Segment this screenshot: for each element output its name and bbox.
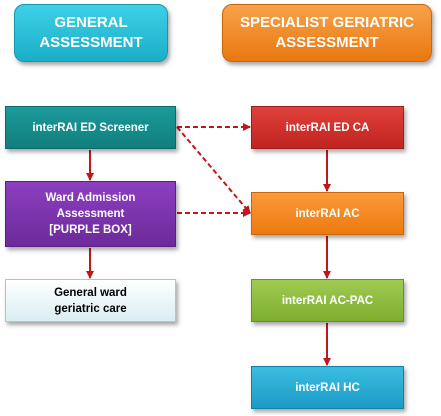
interrai-ac-box: interRAI AC — [251, 192, 404, 235]
ward-admission-line-3: [PURPLE BOX] — [49, 224, 132, 236]
specialist-header-line-2: ASSESSMENT — [275, 34, 379, 51]
general-ward-line-1: General ward — [54, 286, 127, 299]
general-assessment-header: GENERAL ASSESSMENT — [14, 4, 168, 62]
hc-label: interRAI HC — [295, 381, 360, 394]
interrai-ed-ca-box: interRAI ED CA — [251, 106, 404, 149]
ward-admission-assessment-box: Ward Admission Assessment [PURPLE BOX] — [5, 181, 176, 247]
ward-admission-line-2: Assessment — [56, 208, 125, 220]
general-header-line-1: GENERAL — [54, 14, 128, 31]
general-header-line-2: ASSESSMENT — [39, 34, 143, 51]
arrow-screener-to-ac — [176, 126, 251, 214]
ed-ca-label: interRAI ED CA — [285, 121, 370, 134]
interrai-ac-pac-box: interRAI AC-PAC — [251, 279, 404, 322]
specialist-header-line-1: SPECIALIST GERIATRIC — [240, 14, 414, 31]
interrai-hc-box: interRAI HC — [251, 366, 404, 409]
ed-screener-label: interRAI ED Screener — [32, 121, 149, 134]
specialist-assessment-header: SPECIALIST GERIATRIC ASSESSMENT — [222, 4, 432, 62]
general-ward-line-2: geriatric care — [54, 302, 127, 315]
ward-admission-line-1: Ward Admission — [45, 192, 136, 204]
ac-label: interRAI AC — [295, 207, 360, 220]
interrai-ed-screener-box: interRAI ED Screener — [5, 106, 176, 149]
general-ward-geriatric-care-box: General ward geriatric care — [5, 279, 176, 322]
ac-pac-label: interRAI AC-PAC — [281, 294, 374, 307]
